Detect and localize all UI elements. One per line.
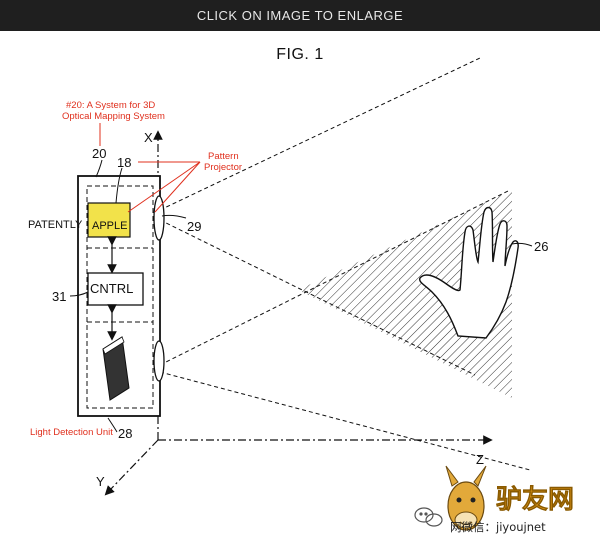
hand-outline <box>418 206 519 339</box>
y-axis <box>104 439 159 496</box>
enlarge-banner-text: CLICK ON IMAGE TO ENLARGE <box>196 8 404 23</box>
patent-note-line2: Optical Mapping System <box>62 111 165 122</box>
projector-box-highlight <box>87 202 131 238</box>
patently-label: PATENTLY <box>28 219 83 231</box>
projector-lens <box>153 195 165 241</box>
red-callout-to-lens <box>154 161 201 213</box>
axis-label-x: X <box>144 130 153 145</box>
patent-diagram <box>69 57 533 496</box>
ref-label-31: 31 <box>52 289 67 304</box>
leader-18 <box>115 167 123 204</box>
pattern-projector-line2: Projector <box>204 162 243 173</box>
lower-ray-bottom <box>159 371 531 471</box>
axis-label-z: Z <box>476 452 484 467</box>
axis-label-y: Y <box>96 474 105 489</box>
light-detector-sensor-face <box>102 336 125 355</box>
ref-label-26: 26 <box>534 239 549 254</box>
lower-ray-top <box>159 189 511 366</box>
detector-lens <box>153 340 165 382</box>
leader-28 <box>107 417 118 433</box>
light-detection-unit-label: Light Detection Unit <box>30 427 113 438</box>
leader-lines <box>69 159 533 433</box>
watermark: 驴友网 网微信：jiyoujnet <box>412 462 600 542</box>
chat-bubble-icon <box>414 507 443 527</box>
controller-box <box>87 272 144 306</box>
watermark-graphic: 驴友网 <box>414 465 574 531</box>
upper-ray-top <box>159 57 481 211</box>
red-callout-to-box <box>127 161 201 213</box>
ref-label-20: 20 <box>92 146 107 161</box>
ref-label-29: 29 <box>187 219 202 234</box>
watermark-logo-text: 驴友网 <box>496 484 574 515</box>
apple-box-label: APPLE <box>92 220 128 232</box>
ref-label-28: 28 <box>118 426 133 441</box>
device-inner-frame <box>86 185 154 409</box>
enlarge-banner[interactable]: CLICK ON IMAGE TO ENLARGE <box>0 0 600 31</box>
cntrl-box-label: CNTRL <box>90 281 134 296</box>
illuminated-region-hatch <box>298 190 512 398</box>
pattern-projector-line1: Pattern <box>208 151 239 162</box>
red-callout-lines <box>99 123 201 213</box>
figure-title: FIG. 1 <box>276 46 324 63</box>
leader-31 <box>69 291 89 297</box>
leader-26 <box>511 242 533 247</box>
patent-note-line1: #20: A System for 3D <box>66 100 156 111</box>
ref-label-18: 18 <box>117 155 132 170</box>
leader-29 <box>161 214 187 219</box>
leader-20 <box>95 159 103 178</box>
donkey-mascot-icon <box>445 465 487 531</box>
watermark-caption: 网微信：jiyoujnet <box>450 520 546 534</box>
